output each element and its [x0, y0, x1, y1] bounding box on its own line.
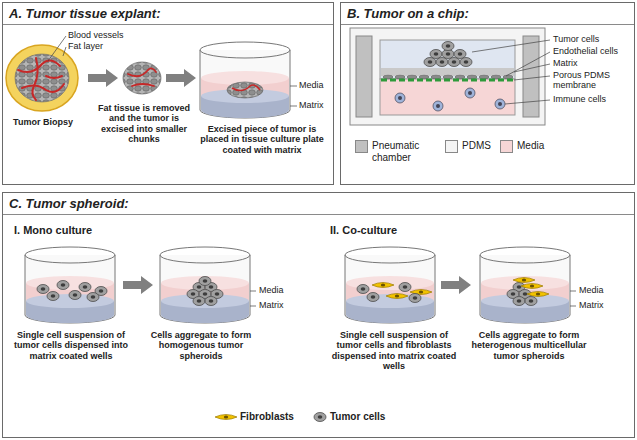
- panel-box: A. Tumor tissue explant:: [2, 2, 334, 185]
- part-label: Matrix: [579, 300, 624, 310]
- panel-heading: A. Tumor tissue explant:: [3, 3, 333, 25]
- part-label: Immune cells: [553, 94, 633, 104]
- panel-box: C. Tumor spheroid:: [2, 192, 635, 438]
- part-label: Porous PDMS membrane: [553, 70, 633, 91]
- caption: Single cell suspension of tumor cells an…: [326, 330, 462, 371]
- legend-item: Media: [500, 140, 550, 153]
- caption: Fat tissue is removed and the tumor is e…: [94, 103, 194, 144]
- caption: II. Co-culture: [330, 224, 480, 237]
- part-label: Blood vessels: [68, 30, 138, 40]
- legend-swatch: [500, 140, 513, 153]
- part-label: Media: [259, 285, 299, 295]
- legend-text: Media: [517, 140, 550, 152]
- panel-heading: B. Tumor on a chip:: [341, 3, 634, 25]
- legend-text: Pneumatic chamber: [372, 140, 434, 163]
- legend-swatch: [355, 140, 368, 153]
- caption: Single cell suspension of tumor cells di…: [8, 330, 134, 361]
- part-label: Tumor cells: [553, 34, 633, 44]
- legend-text: PDMS: [462, 140, 495, 152]
- caption: Excised piece of tumor is placed in tiss…: [196, 124, 328, 155]
- legend-item: Fibroblasts: [240, 411, 310, 423]
- legend-item: PDMS: [445, 140, 495, 153]
- legend-swatch: [445, 140, 458, 153]
- part-label: Media: [579, 285, 624, 295]
- caption: Tumor Biopsy: [4, 117, 82, 127]
- legend-text: Tumor cells: [330, 411, 400, 423]
- part-label: Media: [299, 80, 333, 90]
- legend-item: Pneumatic chamber: [355, 140, 434, 163]
- part-label: Matrix: [299, 100, 333, 110]
- legend-text: Fibroblasts: [240, 411, 310, 423]
- caption: Cells aggregate to form homogenous tumor…: [142, 330, 260, 361]
- caption: I. Mono culture: [14, 224, 164, 237]
- panel-heading: C. Tumor spheroid:: [3, 193, 634, 215]
- part-label: Endothelial cells: [553, 46, 635, 56]
- caption: Cells aggregate to form heterogenous mul…: [466, 330, 592, 361]
- part-label: Matrix: [259, 300, 299, 310]
- part-label: Fat layer: [68, 41, 128, 51]
- legend-item: Tumor cells: [330, 411, 400, 423]
- part-label: Matrix: [553, 58, 633, 68]
